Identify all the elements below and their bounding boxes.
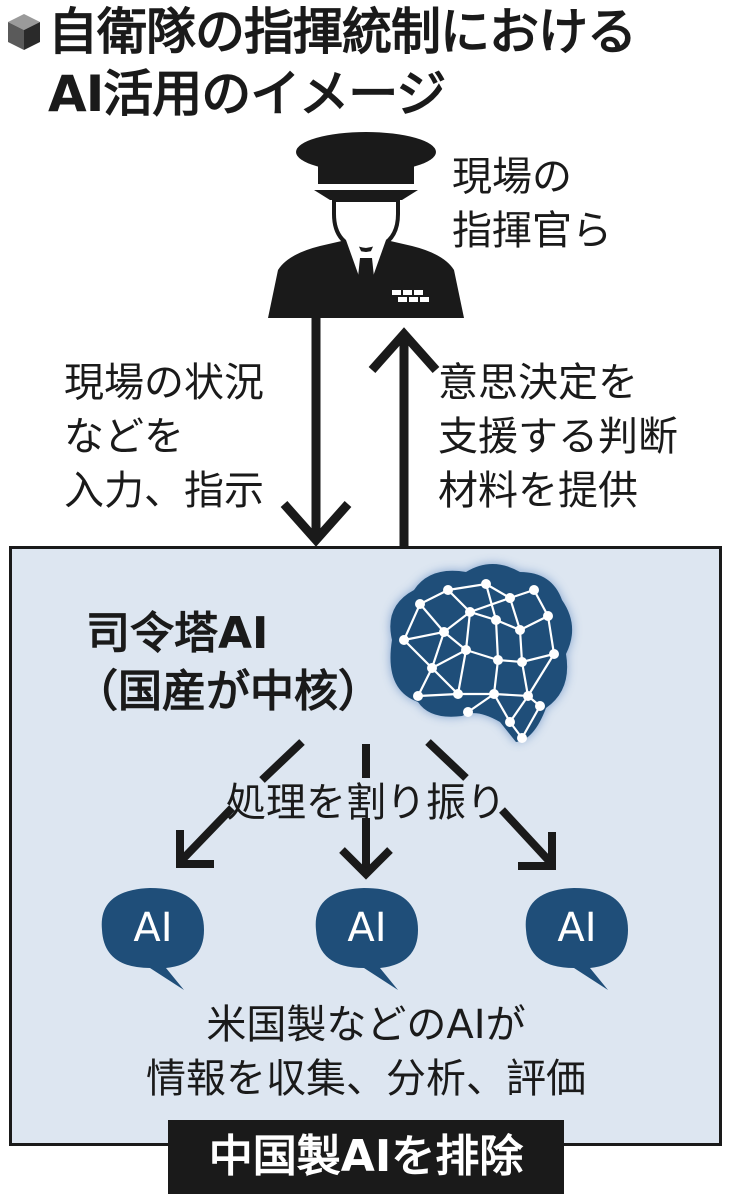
commander-label-1: 現場の <box>452 154 572 200</box>
down-arrow <box>280 316 352 547</box>
distribute-label: 処理を割り振り <box>226 780 506 826</box>
cube-icon <box>8 14 40 50</box>
title-line-2: AI活用のイメージ <box>48 65 446 123</box>
ai-bubble-center-label: AI <box>347 905 387 951</box>
commander-label-2: 指揮官ら <box>452 208 612 254</box>
sub-ai-desc-line-2: 情報を収集、分析、評価 <box>146 1056 586 1102</box>
ai-bubble-right-label: AI <box>557 905 597 951</box>
exclude-china-badge: 中国製AIを排除 <box>168 1120 564 1194</box>
up-flow-line-2: 支援する判断 <box>438 414 678 460</box>
down-flow-line-2: などを <box>64 414 184 460</box>
hq-ai-title: 司令塔AI <box>86 608 269 659</box>
sub-ai-desc-line-1: 米国製などのAIが <box>206 1002 526 1048</box>
ai-bubble-left-label: AI <box>133 905 173 951</box>
hq-ai-subtitle: （国産が中核） <box>74 666 382 717</box>
up-arrow <box>368 327 440 548</box>
title-line-1: 自衛隊の指揮統制における <box>48 3 637 61</box>
up-flow-line-3: 材料を提供 <box>438 468 638 514</box>
down-flow-line-1: 現場の状況 <box>64 360 264 406</box>
down-flow-line-3: 入力、指示 <box>64 468 264 514</box>
up-flow-line-1: 意思決定を <box>438 360 638 406</box>
